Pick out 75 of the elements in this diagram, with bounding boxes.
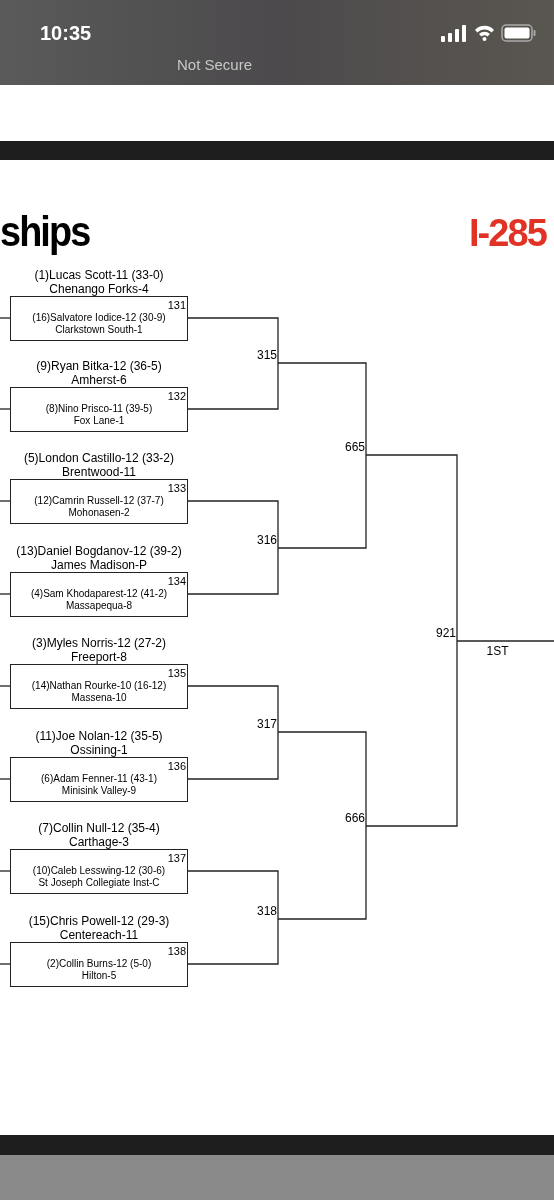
bout-number: 921 xyxy=(435,626,456,640)
bracket-line xyxy=(0,317,11,319)
address-bar-text: Not Secure xyxy=(177,55,253,75)
bracket-line xyxy=(365,454,458,642)
bracket-title: ships xyxy=(0,208,90,256)
wrestler-name: (1)Lucas Scott-11 (33-0) xyxy=(34,268,164,282)
school-name: Freeport-8 xyxy=(71,650,127,664)
school-name: Carthage-3 xyxy=(68,835,129,849)
bracket-line xyxy=(187,362,279,410)
bracket-line xyxy=(277,825,367,920)
school-name: Massapequa-8 xyxy=(65,600,133,612)
bracket-line xyxy=(187,317,279,364)
wrestler-name: (13)Daniel Bogdanov-12 (39-2) xyxy=(16,544,182,558)
school-name: Massena-10 xyxy=(71,692,127,704)
bout-number: 666 xyxy=(344,811,365,825)
bracket-line xyxy=(187,870,279,920)
bracket-line xyxy=(187,685,279,733)
bracket-line xyxy=(277,454,367,549)
wrestler-name: (6)Adam Fenner-11 (43-1) xyxy=(41,773,157,785)
school-name: Brentwood-11 xyxy=(62,465,136,479)
wrestler-name: (5)London Castillo-12 (33-2) xyxy=(23,451,175,465)
school-name: Mohonasen-2 xyxy=(68,507,130,519)
bout-number: 133 xyxy=(167,482,186,494)
school-name: Chenango Forks-4 xyxy=(49,282,149,296)
bout-number: 665 xyxy=(344,440,365,454)
bout-number: 135 xyxy=(167,667,186,679)
school-name: Ossining-1 xyxy=(70,743,128,757)
wrestler-name: (3)Myles Norris-12 (27-2) xyxy=(32,636,166,650)
bout-number: 132 xyxy=(167,390,186,402)
wrestler-name: (10)Caleb Lesswing-12 (30-6) xyxy=(32,865,166,877)
school-name: Centereach-11 xyxy=(59,928,139,942)
bout-number: 318 xyxy=(256,904,277,918)
wrestler-name: (15)Chris Powell-12 (29-3) xyxy=(28,914,170,928)
bout-number: 138 xyxy=(167,945,186,957)
bout-number: 317 xyxy=(256,717,277,731)
wrestler-name: (14)Nathan Rourke-10 (16-12) xyxy=(31,680,167,692)
wrestler-name: (9)Ryan Bitka-12 (36-5) xyxy=(36,359,162,373)
wrestler-name: (4)Sam Khodaparest-12 (41-2) xyxy=(30,588,168,600)
status-time: 10:35 xyxy=(40,21,92,45)
bracket-line xyxy=(365,640,458,827)
bracket-line xyxy=(0,778,11,780)
bracket-line xyxy=(0,870,11,872)
bracket-line xyxy=(0,500,11,502)
school-name: Amherst-6 xyxy=(71,373,127,387)
bracket-line xyxy=(187,918,279,965)
bracket-line xyxy=(277,362,367,456)
bracket-line xyxy=(0,408,11,410)
bracket-line xyxy=(0,963,11,965)
school-name: St Joseph Collegiate Inst-C xyxy=(38,877,160,889)
bout-number: 316 xyxy=(256,533,277,547)
school-name: Fox Lane-1 xyxy=(73,415,125,427)
bout-number: 137 xyxy=(167,852,186,864)
bracket-line xyxy=(187,731,279,780)
wrestler-name: (16)Salvatore Iodice-12 (30-9) xyxy=(32,312,166,324)
bracket-line xyxy=(187,547,279,595)
school-name: Minisink Valley-9 xyxy=(61,785,137,797)
bracket-line xyxy=(456,640,554,642)
bout-number: 131 xyxy=(167,299,186,311)
wrestler-name: (8)Nino Prisco-11 (39-5) xyxy=(45,403,153,415)
bracket-line xyxy=(0,685,11,687)
bracket-line xyxy=(0,593,11,595)
bracket-line xyxy=(277,731,367,827)
bracket-line xyxy=(187,500,279,549)
weight-class-code: I-285 xyxy=(468,211,546,256)
school-name: Clarkstown South-1 xyxy=(55,324,143,336)
wrestler-name: (12)Camrin Russell-12 (37-7) xyxy=(34,495,164,507)
school-name: James Madison-P xyxy=(50,558,147,572)
wrestler-name: (7)Collin Null-12 (35-4) xyxy=(38,821,160,835)
school-name: Hilton-5 xyxy=(81,970,117,982)
edge-label: 1ST xyxy=(485,644,510,658)
wrestler-name: (2)Collin Burns-12 (5-0) xyxy=(46,958,152,970)
bout-number: 134 xyxy=(167,575,186,587)
wrestler-name: (11)Joe Nolan-12 (35-5) xyxy=(35,729,163,743)
bout-number: 315 xyxy=(256,348,277,362)
bout-number: 136 xyxy=(167,760,186,772)
